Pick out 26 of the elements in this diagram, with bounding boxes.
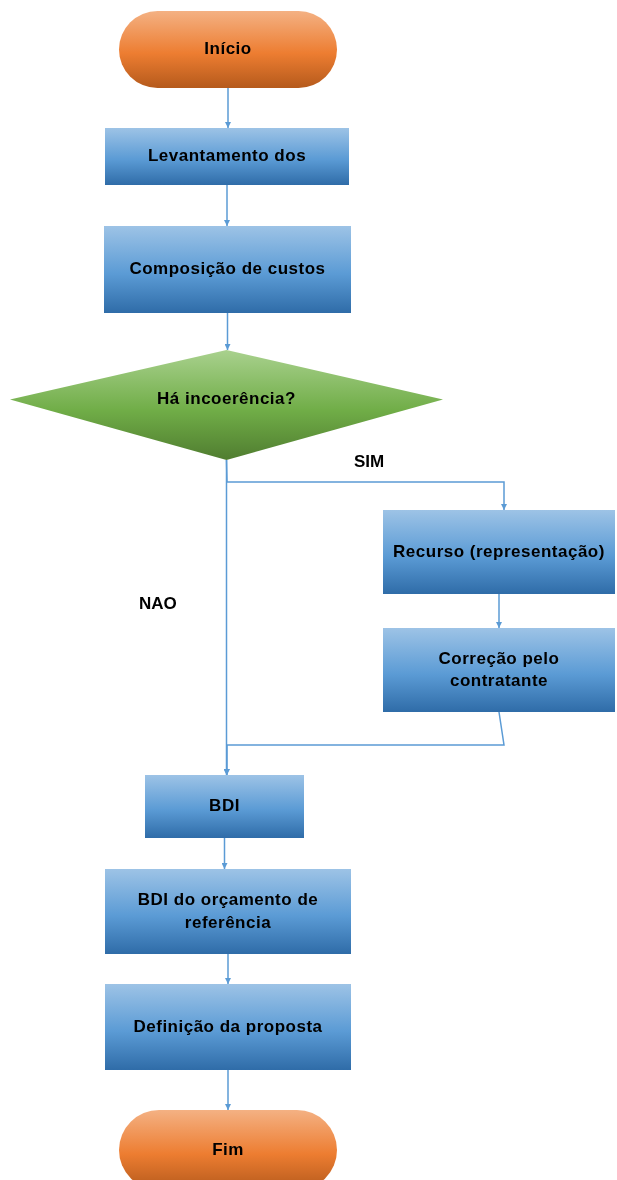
node-label: Início [204,38,252,61]
node-label: Correção pelo contratante [437,647,561,692]
process-box [105,869,351,954]
process-box [104,226,351,313]
node-label: Recurso (representação) [393,540,605,563]
node-label: Composição de custos [129,258,326,281]
node-label: BDI [209,795,240,818]
arrow [225,87,231,129]
node-label: Definição da proposta [133,1015,323,1038]
process-box [383,510,615,594]
arrow [225,1069,231,1111]
node-label: Há incoerência? [157,387,296,410]
arrow [224,184,230,227]
node-label: Fim [212,1138,244,1161]
arrow [223,459,230,776]
process-box [105,984,351,1070]
arrow [225,953,231,985]
arrow [224,711,505,776]
process-box [383,628,615,712]
node-label: Levantamento dos [147,145,307,168]
arrow [224,312,231,351]
process-box [105,128,349,185]
node-label: BDI do orçamento de referência [136,889,320,934]
arrow [221,837,228,870]
arrow [496,593,502,629]
process-box [145,775,304,838]
